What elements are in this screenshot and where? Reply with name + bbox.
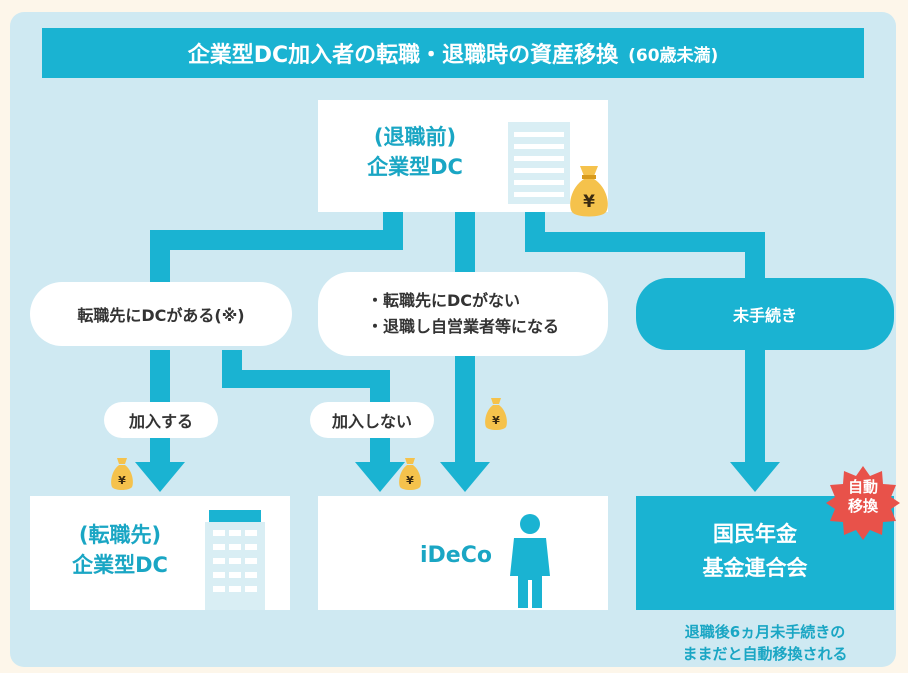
auto-transfer-note: 退職後6ヵ月未手続きの ままだと自動移換される	[630, 622, 900, 666]
person-icon	[510, 514, 550, 608]
connector-right-to-pill	[745, 232, 765, 282]
title-sub: (60歳未満)	[628, 45, 719, 66]
note-line2: ままだと自動移換される	[682, 644, 848, 663]
connector-notjoin-horizontal	[222, 370, 390, 388]
arrow-head-center	[440, 462, 490, 492]
branch-no-action-label: 未手続き	[732, 306, 797, 325]
office-building-icon	[205, 510, 265, 610]
badge-line1: 自動	[847, 478, 878, 496]
connector-right-from-pill	[745, 350, 765, 465]
fund-line1: 国民年金	[713, 522, 797, 546]
yen-text: ¥	[583, 192, 595, 212]
new-dc-label: (転職先) 企業型DC	[40, 520, 200, 581]
choice-join-label: 加入する	[128, 412, 193, 431]
top-box-label: (退職前) 企業型DC	[330, 122, 500, 183]
money-bag-icon: ¥	[111, 458, 133, 490]
yen-text: ¥	[406, 474, 414, 487]
connector-right-horizontal	[525, 232, 765, 252]
branch-dc-yes: 転職先にDCがある(※)	[30, 282, 292, 346]
connector-left-horizontal	[150, 230, 403, 250]
yen-text: ¥	[492, 414, 500, 427]
top-box-line1: (退職前)	[373, 125, 457, 149]
note-line1: 退職後6ヵ月未手続きの	[684, 623, 846, 641]
branch-dc-no: ・転職先にDCがない ・退職し自営業者等になる	[318, 272, 608, 356]
arrow-head-join	[135, 462, 185, 492]
diagram-title: 企業型DC加入者の転職・退職時の資産移換 (60歳未満)	[42, 28, 864, 78]
auto-transfer-badge-label: 自動 移換	[826, 478, 900, 516]
top-box-line2: 企業型DC	[367, 155, 463, 180]
choice-join: 加入する	[104, 402, 218, 438]
document-icon	[508, 122, 570, 204]
auto-transfer-badge	[826, 466, 900, 540]
fund-line2: 基金連合会	[702, 555, 808, 580]
money-bag-icon: ¥	[570, 166, 608, 217]
choice-not-join-label: 加入しない	[331, 412, 412, 431]
arrow-head-notjoin	[355, 462, 405, 492]
arrow-head-right	[730, 462, 780, 492]
badge-line2: 移換	[847, 496, 878, 515]
branch-no-action: 未手続き	[636, 278, 894, 350]
title-main: 企業型DC加入者の転職・退職時の資産移換	[187, 43, 619, 68]
ideco-box	[318, 496, 608, 610]
new-dc-line1: (転職先)	[78, 523, 162, 547]
money-bag-icon: ¥	[485, 398, 507, 430]
choice-not-join: 加入しない	[310, 402, 434, 438]
new-dc-line2: 企業型DC	[72, 553, 168, 578]
money-bag-icon: ¥	[399, 458, 421, 490]
ideco-label: iDeCo	[420, 543, 492, 568]
branch-dc-no-line2: ・退職し自営業者等になる	[366, 317, 559, 336]
branch-dc-yes-label: 転職先にDCがある(※)	[77, 306, 245, 325]
connector-left-to-pill	[150, 230, 170, 290]
branch-dc-no-line1: ・転職先にDCがない	[366, 291, 521, 311]
yen-text: ¥	[118, 474, 126, 487]
fund-label: 国民年金 基金連合会	[660, 518, 850, 585]
